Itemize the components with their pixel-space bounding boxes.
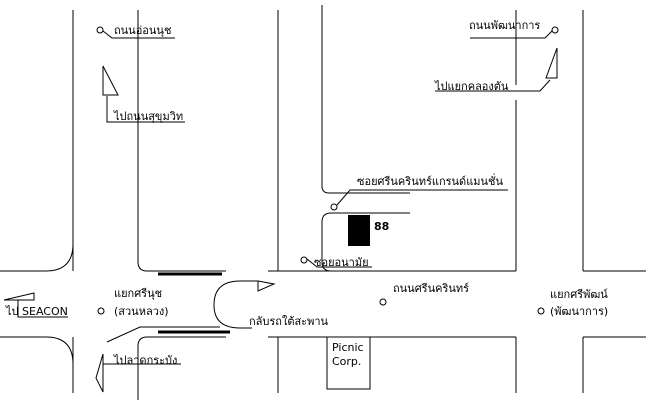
- leader-lat-krabang: [102, 363, 181, 372]
- soi-corner-bottom: [321, 212, 410, 272]
- u-turn-arrowhead: [257, 280, 276, 292]
- arrow-lat-krabang: [95, 353, 104, 393]
- leader-phatthanakan: [470, 30, 553, 39]
- soi-corner-top: [321, 185, 410, 194]
- picnic-box: [326, 336, 371, 390]
- arrow-khlong-ton: [545, 47, 558, 79]
- label-junction-sriphat-sub: (พัฒนาการ): [550, 305, 609, 318]
- label-soi-anamai: ซอยอนามัย: [314, 256, 369, 269]
- leader-uturn: [106, 326, 220, 343]
- leader-soi-grand: [336, 189, 508, 206]
- label-picnic-line2: Corp.: [332, 355, 362, 368]
- label-junction-srinut-sub: (สวนหลวง): [114, 305, 169, 318]
- leader-khlong-ton: [435, 79, 551, 92]
- road-edge-inner-nw: [137, 10, 226, 272]
- label-junction-sriphat: แยกศรีพัฒน์: [550, 288, 608, 301]
- label-road-onnut: ถนนอ่อนนุช: [114, 24, 172, 37]
- pin-anamai: [300, 256, 308, 264]
- leader-seacon: [17, 300, 68, 318]
- leader-onnut: [102, 30, 175, 39]
- corner-nw-west: [45, 243, 74, 272]
- label-to-khlong-ton: ไปแยกคลองตัน: [435, 80, 509, 93]
- label-building-88: 88: [374, 220, 390, 233]
- leader-anamai: [306, 258, 372, 268]
- arrow-sukhumvit: [102, 65, 119, 96]
- pin-srinut: [97, 307, 105, 315]
- label-to-sukhumvit: ไปถนนสุขุมวิท: [114, 110, 184, 123]
- label-to-seacon: ไป SEACON: [6, 305, 68, 318]
- road-edge-inner-sw: [137, 336, 226, 400]
- corner-sw-west: [45, 336, 74, 365]
- building-88-marker: [348, 215, 370, 246]
- pin-sriphat: [537, 307, 545, 315]
- pin-onnut: [96, 26, 104, 34]
- label-soi-srinagarindra-grand: ซอยศรีนครินทร์แกรนด์แมนชั่น: [357, 175, 504, 188]
- label-road-phatthanakan: ถนนพัฒนาการ: [469, 19, 541, 32]
- label-u-turn: กลับรถใต้สะพาน: [249, 315, 329, 328]
- pin-soi-grand: [330, 203, 338, 211]
- label-picnic-line1: Picnic: [332, 341, 364, 354]
- label-road-srinagarindra: ถนนศรีนครินทร์: [393, 282, 470, 295]
- label-to-lat-krabang: ไปลาดกระบัง: [114, 354, 178, 367]
- label-junction-srinut: แยกศรีนุช: [114, 287, 163, 300]
- leader-sukhumvit: [106, 96, 185, 123]
- pin-srinagarindra: [379, 298, 387, 306]
- pin-phatthanakan: [551, 26, 559, 34]
- u-turn-loop: [213, 280, 258, 329]
- arrow-seacon: [3, 292, 35, 301]
